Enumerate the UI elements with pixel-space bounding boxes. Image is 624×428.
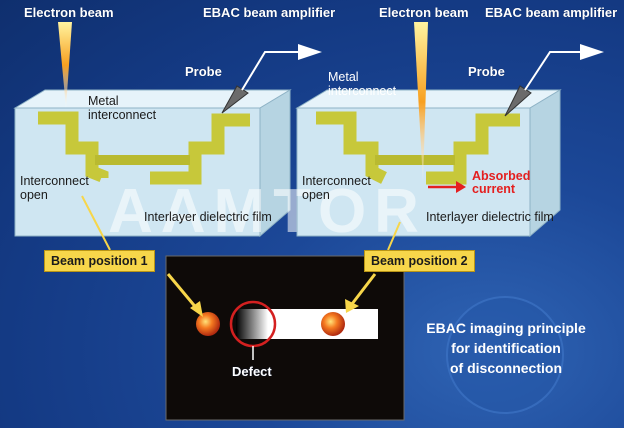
defect-gradient — [236, 309, 268, 339]
beam-spot-1 — [196, 312, 220, 336]
left-dielectric-slab — [13, 89, 292, 238]
left-probe — [221, 44, 322, 114]
left-amplifier-label: EBAC beam amplifier — [203, 5, 336, 20]
right-probe — [504, 44, 604, 117]
beam-spot-2 — [321, 312, 345, 336]
beam-position-1-arrow — [166, 273, 203, 317]
right-interconnect-open-label: Interconnect open — [302, 174, 371, 202]
left-dielectric-label: Interlayer dielectric film — [144, 210, 272, 224]
right-open-pointer — [387, 221, 401, 251]
absorbed-current-arrow — [428, 181, 466, 193]
left-open-pointer — [81, 195, 111, 251]
principle-backdrop — [447, 297, 563, 413]
right-probe-label: Probe — [468, 64, 505, 79]
defect-label: Defect — [232, 364, 272, 379]
left-interconnect-open-label: Interconnect open — [20, 174, 89, 202]
right-electron-beam — [414, 22, 428, 182]
left-metal-interconnect — [38, 111, 250, 185]
right-metal-interconnect-label: Metal interconnect — [328, 70, 397, 98]
absorbed-current-label: Absorbed current — [472, 169, 531, 196]
left-metal-interconnect-label: Metal interconnect — [88, 94, 157, 122]
beam-position-2-tag: Beam position 2 — [364, 250, 475, 272]
right-dielectric-slab — [295, 89, 562, 238]
principle-ring — [446, 296, 564, 414]
right-dielectric-label: Interlayer dielectric film — [426, 210, 554, 224]
left-electron-beam-label: Electron beam — [24, 5, 114, 20]
left-electron-beam — [58, 22, 72, 108]
beam-position-1-tag: Beam position 1 — [44, 250, 155, 272]
right-electron-beam-label: Electron beam — [379, 5, 469, 20]
right-metal-interconnect — [316, 111, 520, 185]
principle-caption: EBAC imaging principle for identificatio… — [426, 320, 586, 376]
watermark: AAMTOR — [108, 177, 427, 246]
right-amplifier-label: EBAC beam amplifier — [485, 5, 618, 20]
left-probe-label: Probe — [185, 64, 222, 79]
beam-position-2-arrow — [345, 273, 377, 313]
